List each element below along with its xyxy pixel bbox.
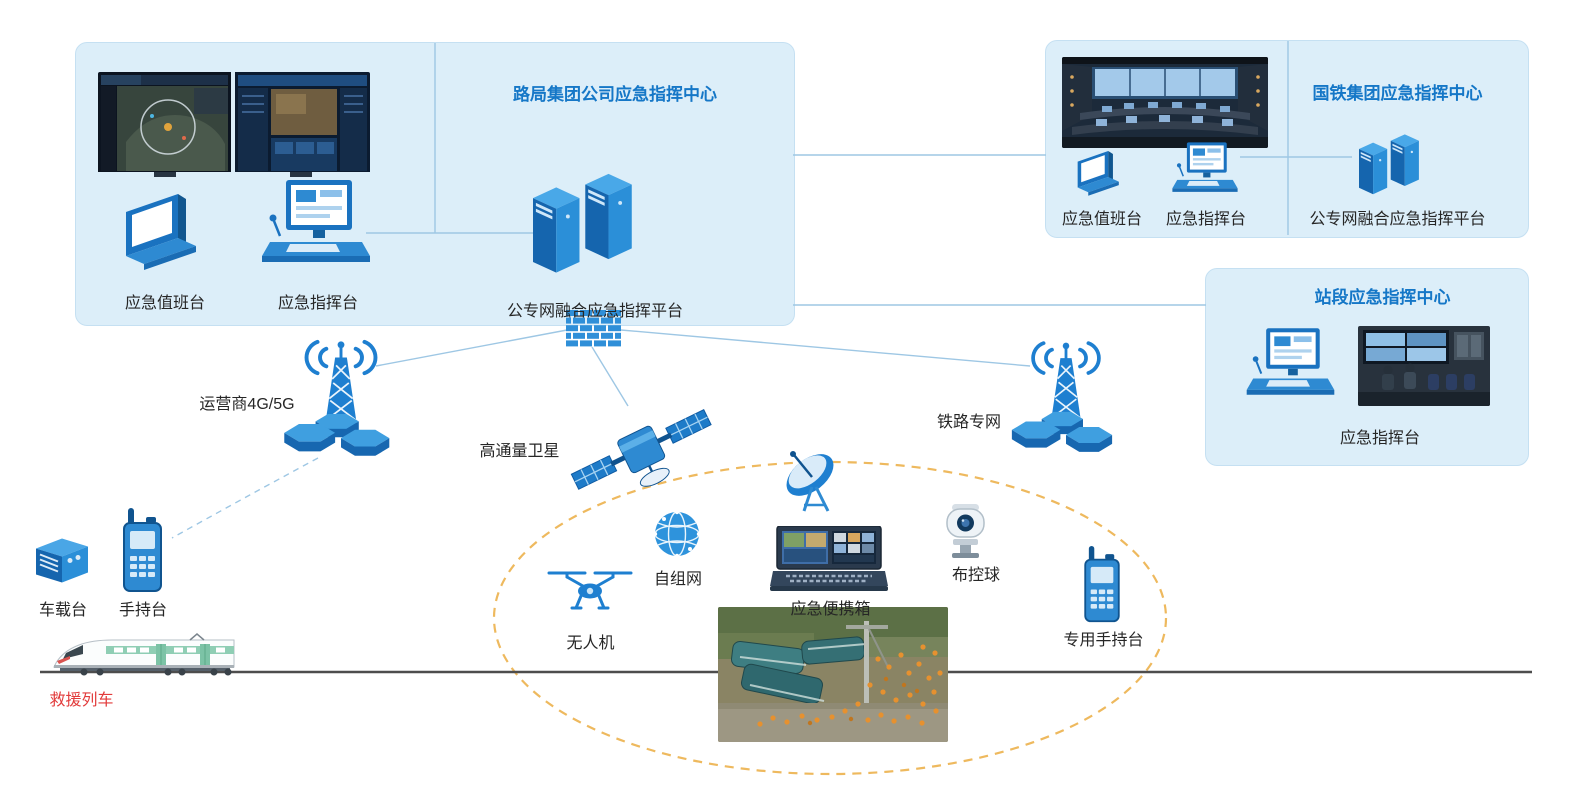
national-duty-console-icon <box>1068 144 1132 204</box>
dedicated-handheld-label: 专用手持台 <box>1063 632 1144 649</box>
bureau-command-label: 应急指挥台 <box>277 295 358 312</box>
railway-network-label: 铁路专网 <box>936 414 1001 431</box>
handheld-radio-icon <box>121 508 164 594</box>
rescue-train-label: 救援列车 <box>49 692 114 709</box>
firewall-icon <box>565 309 622 348</box>
rescue-train-icon <box>50 632 238 676</box>
drone-label: 无人机 <box>566 635 615 652</box>
adhoc-network-globe-icon <box>652 509 702 559</box>
national-duty-label: 应急值班台 <box>1061 211 1142 228</box>
national-platform-label: 公专网融合应急指挥平台 <box>1309 211 1486 228</box>
national-center-title: 国铁集团应急指挥中心 <box>1312 84 1483 103</box>
carrier-network-label: 运营商4G/5G <box>199 396 295 413</box>
station-control-room-image <box>1358 326 1490 406</box>
vehicle-station-label: 车载台 <box>38 602 87 619</box>
vehicle-station-icon <box>30 532 92 589</box>
bureau-duty-label: 应急值班台 <box>124 295 205 312</box>
connector-firewall-to-railway-tower <box>620 329 1031 367</box>
station-center-title: 站段应急指挥中心 <box>1314 288 1451 307</box>
railway-cell-tower-icon <box>1010 336 1122 466</box>
ptz-ball-label: 布控球 <box>951 567 1000 584</box>
national-command-label: 应急指挥台 <box>1165 211 1246 228</box>
satellite-dish-icon <box>774 447 852 517</box>
carrier-cell-tower-icon <box>282 336 400 469</box>
station-command-console-icon <box>1243 325 1338 411</box>
portable-kit-label: 应急便携箱 <box>790 601 871 618</box>
connector-firewall-to-satellite <box>591 346 629 407</box>
national-command-console-icon <box>1170 140 1240 204</box>
bureau-duty-console-icon <box>114 182 214 284</box>
satellite-network-label: 高通量卫星 <box>479 443 560 460</box>
national-platform-server-icon <box>1350 132 1442 206</box>
connector-tower-to-handheld <box>171 457 319 539</box>
field-coverage-ellipse <box>492 460 1168 776</box>
drone-icon <box>543 560 637 617</box>
bureau-platform-server-icon <box>530 170 658 292</box>
ptz-ball-camera-icon <box>939 503 992 560</box>
dedicated-handheld-radio-icon <box>1082 546 1122 624</box>
accident-scene-image <box>718 607 948 742</box>
bureau-center-title: 路局集团公司应急指挥中心 <box>513 85 717 104</box>
bureau-platform-label: 公专网融合应急指挥平台 <box>506 303 683 320</box>
adhoc-network-label: 自组网 <box>653 571 702 588</box>
satellite-icon <box>566 396 716 506</box>
bureau-dashboard-screens-image <box>98 72 370 179</box>
portable-kit-icon <box>770 526 888 593</box>
national-control-room-image <box>1062 57 1268 148</box>
handheld-label: 手持台 <box>118 602 167 619</box>
bureau-command-console-icon <box>260 176 372 282</box>
station-command-label: 应急指挥台 <box>1339 430 1420 447</box>
connector-firewall-to-carrier-tower <box>375 329 568 367</box>
